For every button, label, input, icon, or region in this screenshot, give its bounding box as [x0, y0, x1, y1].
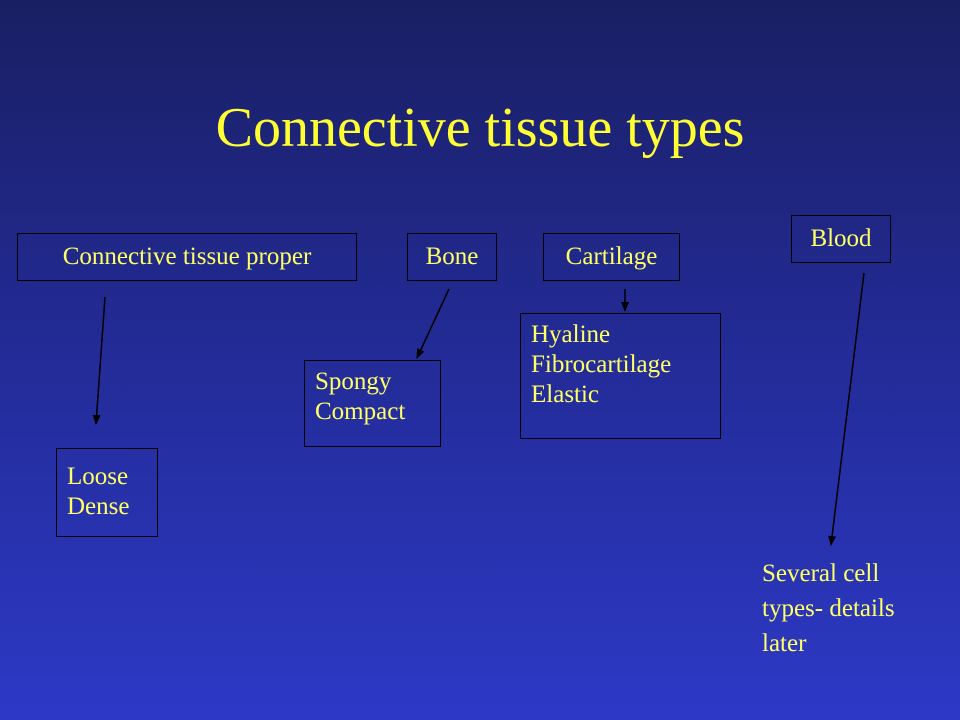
subtype-hyaline: Hyaline [531, 321, 611, 348]
bone-box: Bone [407, 233, 497, 281]
connective-tissue-proper-subtypes-box: Loose Dense [56, 448, 158, 537]
subtype-dense: Dense [67, 493, 130, 520]
blood-note-line-3: later [762, 630, 807, 657]
arrow-ctp-to-subtypes [92, 296, 106, 425]
blood-note-line-2: types- details [762, 595, 895, 622]
arrow-blood-to-note [828, 272, 865, 546]
connective-tissue-proper-box: Connective tissue proper [17, 233, 357, 281]
blood-note-line-1: Several cell [762, 560, 880, 587]
cartilage-subtypes-box: Hyaline Fibrocartilage Elastic [520, 313, 721, 439]
arrow-bone-to-subtypes [416, 288, 450, 359]
blood-box: Blood [791, 215, 891, 263]
bone-subtypes-box: Spongy Compact [304, 360, 441, 447]
blood-note: Several cell types- details later [762, 556, 895, 661]
subtype-loose: Loose [67, 463, 129, 490]
cartilage-box: Cartilage [543, 233, 680, 281]
subtype-fibrocartilage: Fibrocartilage [531, 351, 672, 378]
subtype-spongy: Spongy [315, 368, 392, 395]
slide-title: Connective tissue types [215, 97, 745, 159]
subtype-compact: Compact [315, 398, 406, 425]
subtype-elastic: Elastic [531, 381, 600, 408]
